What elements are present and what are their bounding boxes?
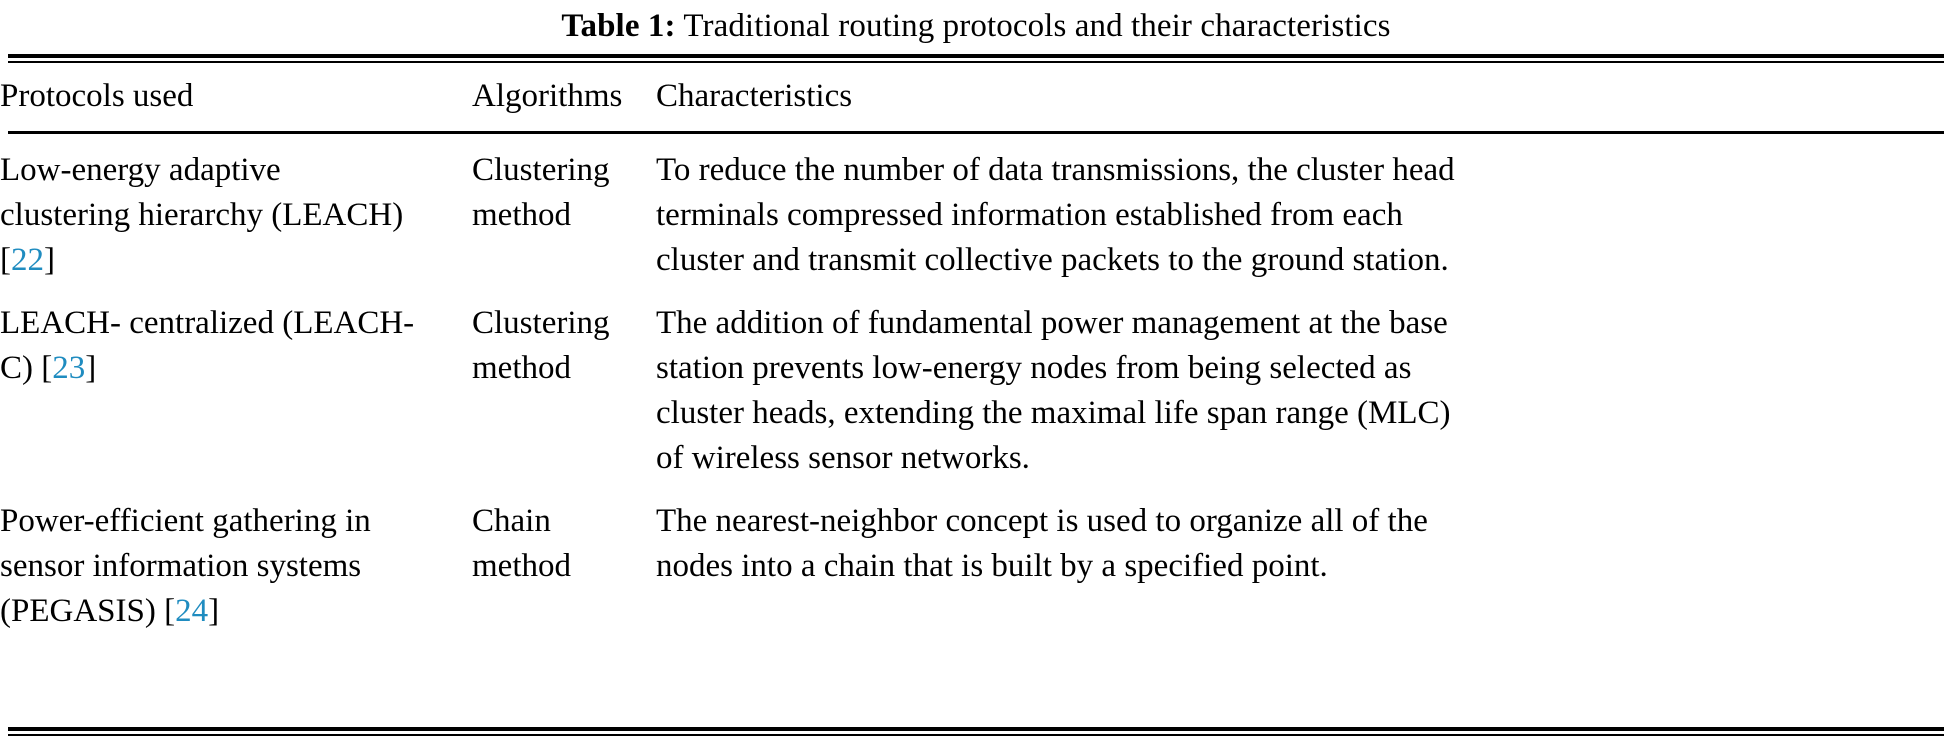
protocol-citation: [22] (0, 238, 472, 283)
protocol-line: Low-energy adaptive (0, 152, 281, 188)
characteristic-line: nodes into a chain that is built by a sp… (656, 548, 1328, 584)
protocol-line: Power-efficient gathering in (0, 503, 371, 539)
citation-link[interactable]: 22 (11, 242, 44, 278)
protocol-line-text: (PEGASIS) (0, 593, 165, 629)
protocol-line-with-citation: C) [23] (0, 346, 472, 391)
protocol-line: sensor information systems (0, 548, 362, 584)
protocol-line: clustering hierarchy (LEACH) (0, 197, 404, 233)
algorithm-line: Chain (472, 503, 551, 539)
characteristic-line: The nearest-neighbor concept is used to … (656, 503, 1428, 539)
cell-protocol: LEACH- centralized (LEACH- C) [23] (0, 289, 472, 487)
column-header-algorithms: Algorithms (472, 78, 623, 114)
citation-bracket-close: ] (208, 593, 220, 629)
cell-protocol: Low-energy adaptive clustering hierarchy… (0, 134, 472, 289)
column-header-characteristics: Characteristics (656, 78, 853, 114)
cell-characteristic: The addition of fundamental power manage… (656, 289, 1952, 487)
caption-label: Table 1: (561, 8, 676, 44)
algorithm-line: method (472, 548, 571, 584)
citation-bracket-close: ] (85, 350, 97, 386)
table-bottom-rule (8, 727, 1944, 736)
cell-algorithm: Chain method (472, 487, 656, 644)
characteristic-line: station prevents low-energy nodes from b… (656, 350, 1412, 386)
citation-bracket-close: ] (44, 242, 55, 278)
characteristic-line: The addition of fundamental power manage… (656, 305, 1448, 341)
characteristic-line: cluster and transmit collective packets … (656, 242, 1449, 278)
algorithm-line: method (472, 197, 571, 233)
cell-characteristic: The nearest-neighbor concept is used to … (656, 487, 1952, 644)
protocol-line: LEACH- centralized (LEACH- (0, 305, 415, 341)
routing-protocols-table-body: Low-energy adaptive clustering hierarchy… (0, 134, 1952, 644)
routing-protocols-table: Protocols used Algorithms Characteristic… (0, 63, 1952, 131)
cell-algorithm: Clustering method (472, 134, 656, 289)
citation-bracket-open: [ (41, 350, 53, 386)
column-header-protocols: Protocols used (0, 78, 194, 114)
table-header-rule (8, 131, 1944, 134)
cell-characteristic: To reduce the number of data transmissio… (656, 134, 1952, 289)
citation-link[interactable]: 24 (175, 593, 209, 629)
algorithm-line: Clustering (472, 152, 610, 188)
table-header-row: Protocols used Algorithms Characteristic… (0, 63, 1952, 131)
citation-link[interactable]: 23 (52, 350, 86, 386)
protocol-line-with-citation: (PEGASIS) [24] (0, 589, 472, 634)
algorithm-line: method (472, 350, 571, 386)
protocol-line-text: C) (0, 350, 42, 386)
table-top-rule (8, 54, 1944, 63)
cell-protocol: Power-efficient gathering in sensor info… (0, 487, 472, 644)
table-row: Power-efficient gathering in sensor info… (0, 487, 1952, 644)
characteristic-line: terminals compressed information establi… (656, 197, 1403, 233)
table-caption: Table 1: Traditional routing protocols a… (0, 0, 1952, 54)
cell-algorithm: Clustering method (472, 289, 656, 487)
citation-bracket-open: [ (164, 593, 176, 629)
table-row: Low-energy adaptive clustering hierarchy… (0, 134, 1952, 289)
algorithm-line: Clustering (472, 305, 610, 341)
caption-text: Traditional routing protocols and their … (683, 8, 1391, 44)
characteristic-line: of wireless sensor networks. (656, 440, 1030, 476)
citation-bracket-open: [ (0, 242, 11, 278)
characteristic-line: cluster heads, extending the maximal lif… (656, 395, 1451, 431)
table-row: LEACH- centralized (LEACH- C) [23] Clust… (0, 289, 1952, 487)
characteristic-line: To reduce the number of data transmissio… (656, 152, 1455, 188)
